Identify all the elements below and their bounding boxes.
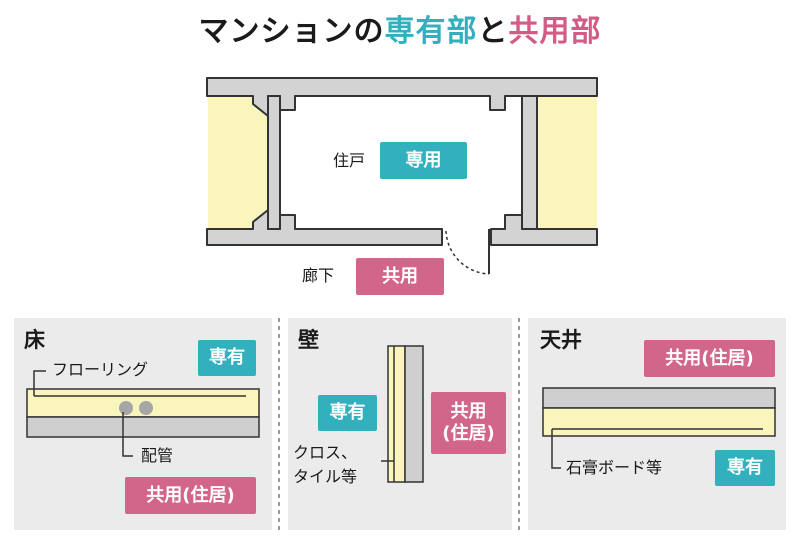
corridor-label: 廊下 [302, 266, 335, 285]
gypsum-label: 石膏ボード等 [566, 458, 663, 477]
wall-common-badge: 共用 (住居) [431, 392, 506, 454]
pipe-1 [119, 401, 133, 415]
door-swing [445, 230, 490, 275]
floor-title: 床 [24, 328, 45, 352]
unit-badge: 専用 [380, 142, 467, 179]
wall-layer-label-2: タイル等 [293, 467, 358, 486]
ceiling-exclusive-badge: 専有 [715, 450, 775, 486]
wall-fill-right [537, 96, 597, 228]
pipe-label: 配管 [141, 446, 174, 465]
column-right [521, 95, 538, 230]
pipe-2 [139, 401, 153, 415]
title-common: 共用部 [508, 14, 602, 49]
title-exclusive: 専有部 [384, 14, 478, 49]
wall-layer-label-1: クロス、 [293, 443, 358, 462]
ceiling-title: 天井 [540, 328, 582, 352]
floor-exclusive-badge: 専有 [198, 340, 256, 376]
wall-fill-left [208, 96, 268, 228]
floor-common-badge: 共用(住居) [125, 477, 256, 514]
page-title: マンションの専有部と共用部 [198, 14, 602, 49]
unit-label: 住戸 [333, 151, 366, 170]
flooring-label: フローリング [52, 360, 149, 379]
wall-exclusive-badge: 専有 [318, 395, 377, 431]
ceiling-common-badge: 共用(住居) [644, 340, 775, 377]
wall-title: 壁 [298, 328, 319, 352]
column-left [267, 95, 281, 230]
corridor-badge: 共用 [356, 258, 444, 295]
